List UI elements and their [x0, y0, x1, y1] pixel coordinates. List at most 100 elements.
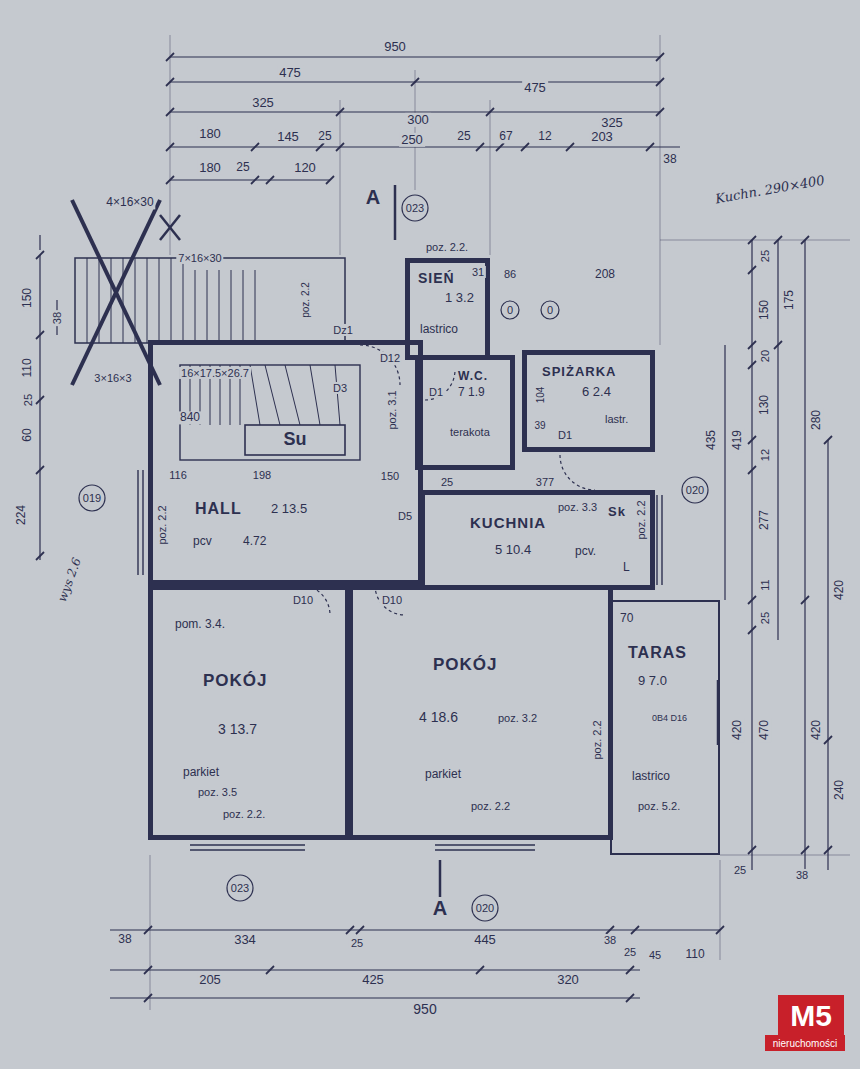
dimension-label: 320 — [555, 973, 581, 987]
dimension-label: 104 — [535, 385, 546, 406]
room-note: pom. 3.4. — [175, 618, 225, 631]
dimension-label: 0 — [545, 304, 555, 316]
dimension-label: 11 — [759, 577, 771, 592]
room-note: poz. 3.2 — [498, 712, 537, 724]
room-note: poz. 2.2. — [223, 808, 265, 820]
dimension-label: 110 — [21, 356, 34, 379]
dimension-label: 950 — [382, 40, 408, 54]
room-name: HALL — [195, 500, 242, 518]
room-note: poz. 2.2 — [471, 800, 510, 812]
dimension-label: 25 — [349, 937, 365, 949]
dimension-label: 86 — [502, 268, 518, 280]
dimension-label: 116 — [167, 469, 189, 481]
room-note: pcv. — [575, 545, 596, 558]
room-note: lastrico — [420, 323, 458, 336]
dimension-label: 020 — [474, 902, 496, 914]
dimension-label: 020 — [684, 484, 706, 496]
dimension-label: 280 — [810, 408, 823, 432]
dimension-label: 67 — [497, 130, 514, 143]
dimension-label: 38 — [116, 933, 133, 946]
dimension-label: 425 — [360, 973, 386, 987]
dimension-label: D10 — [291, 594, 315, 606]
dimension-label: 25 — [455, 130, 472, 143]
dimension-label: 150 — [758, 298, 771, 322]
dimension-label: 25 — [439, 476, 455, 488]
section-mark: A — [431, 897, 449, 919]
room-note: lastr. — [605, 413, 628, 425]
room: poz. 3.3KUCHNIA 5 10.4 pcv. SkL — [420, 490, 655, 590]
dimension-label: 175 — [783, 288, 796, 312]
dimension-label: 420 — [833, 578, 846, 602]
room-note: 70 — [620, 612, 633, 625]
room: W.C.7 1.9terakota — [415, 355, 515, 470]
dimension-label: 475 — [522, 81, 548, 95]
dimension-label: 20 — [759, 348, 771, 364]
room-note: poz. 5.2. — [638, 800, 680, 812]
dimension-label: Dz1 — [331, 324, 355, 336]
dimension-label: poz. 2.2 — [300, 280, 311, 320]
dimension-label: 25 — [22, 392, 34, 408]
dimension-label: 60 — [21, 426, 34, 443]
section-mark: A — [364, 186, 382, 208]
dimension-label: 38 — [794, 869, 810, 881]
dimension-label: 25 — [316, 130, 333, 143]
room-note: lastrico — [632, 770, 670, 783]
room-name: SIEŃ — [418, 271, 455, 286]
dimension-label: poz. 2.2. — [424, 241, 470, 253]
dimension-label: 25 — [622, 946, 638, 958]
room-note: 0B4 D16 — [652, 714, 687, 724]
dimension-label: 4×16×30 — [104, 196, 155, 209]
dimension-label: 25 — [732, 864, 748, 876]
dimension-label: 38 — [602, 934, 618, 946]
room: 70TARAS9 7.00B4 D16lastricopoz. 5.2. — [610, 600, 720, 855]
dimension-label: D10 — [380, 594, 404, 606]
dimension-label: 420 — [731, 718, 744, 742]
dimension-label: 419 — [731, 428, 744, 452]
room-name: Sk — [608, 505, 626, 519]
room-note: 1 3.2 — [445, 291, 474, 305]
room-note: 9 7.0 — [638, 674, 667, 688]
room-note: 5 10.4 — [495, 543, 531, 557]
dimension-label: 420 — [810, 718, 823, 742]
dimension-label: 023 — [229, 882, 251, 894]
handwritten-note: Kuchn. 290×400 — [712, 173, 827, 207]
dimension-label: 12 — [536, 130, 553, 143]
dimension-label: 3×16×3 — [92, 372, 133, 384]
dimension-label: 150 — [21, 286, 34, 310]
dimension-label: 16×17.5×26.7 — [179, 367, 251, 379]
dimension-label: 39 — [532, 420, 547, 431]
dimension-label: 435 — [705, 428, 718, 452]
dimension-label: 45 — [647, 949, 663, 961]
room-note: poz. 3.3 — [558, 501, 597, 513]
watermark-text: nieruchomości — [771, 1038, 839, 1049]
dimension-label: D1 — [427, 386, 445, 398]
dimension-label: 145 — [275, 130, 301, 144]
room-name: W.C. — [458, 370, 488, 383]
room-note: parkiet — [183, 766, 219, 779]
dimension-label: D12 — [378, 352, 402, 364]
room-note: 4 18.6 — [419, 710, 458, 725]
dimension-label: 180 — [197, 127, 223, 141]
dimension-label: 250 — [399, 133, 425, 147]
dimension-label: poz. 3.1 — [386, 388, 398, 431]
dimension-label: 180 — [197, 161, 223, 175]
dimension-label: 205 — [197, 973, 223, 987]
dimension-label: 110 — [683, 948, 706, 961]
dimension-label: 38 — [661, 153, 678, 166]
dimension-label: D5 — [396, 510, 414, 522]
room-note: L — [623, 561, 630, 574]
dimension-label: 12 — [759, 447, 771, 463]
room-note: parkiet — [425, 768, 461, 781]
dimension-label: poz. 2.2 — [635, 498, 647, 541]
dimension-label: 130 — [758, 393, 771, 417]
dimension-label: 023 — [404, 202, 426, 214]
room: pom. 3.4.POKÓJ3 13.7parkietpoz. 3.5poz. … — [148, 585, 350, 840]
dimension-label: 31 — [470, 266, 486, 278]
dimension-label: 150 — [379, 470, 401, 482]
dimension-label: D3 — [331, 382, 349, 394]
room: POKÓJ4 18.6poz. 3.2parkietpoz. 2.2 — [348, 585, 613, 840]
dimension-label: 25 — [759, 610, 771, 626]
watermark-logo: M5 — [788, 999, 834, 1032]
room-name: KUCHNIA — [470, 515, 546, 532]
